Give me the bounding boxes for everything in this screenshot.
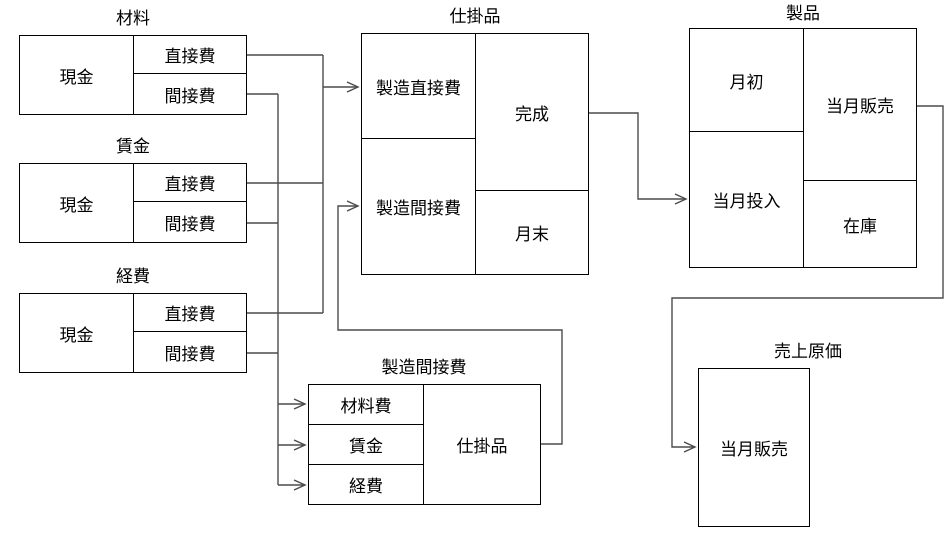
cell-overhead-expenses: 経費	[349, 477, 383, 496]
cell-overhead-wip: 仕掛品	[456, 437, 508, 456]
account-title-expenses: 経費	[116, 267, 150, 286]
cell-wip-direct-cost: 製造直接費	[362, 34, 475, 139]
account-work-in-process: 製造直接費 製造間接費 完成 月末	[361, 33, 589, 275]
account-title-work-in-process: 仕掛品	[449, 7, 501, 26]
account-expenses: 現金 直接費 間接費	[19, 293, 247, 373]
connector-direct-cost-bus	[247, 54, 324, 314]
cell-overhead-wages: 賃金	[309, 425, 423, 465]
cell-expenses-direct: 直接費	[134, 294, 246, 332]
cell-fg-month-input: 当月投入	[712, 192, 781, 211]
account-cost-of-goods-sold: 当月販売	[698, 368, 810, 527]
account-title-manufacturing-overhead: 製造間接費	[381, 358, 467, 377]
account-manufacturing-overhead: 材料費 賃金 経費 仕掛品	[308, 384, 541, 505]
connector-indirect-cost-bus	[247, 93, 279, 485]
cell-wip-overhead-cost: 製造間接費	[376, 199, 461, 218]
account-materials: 現金 直接費 間接費	[19, 35, 247, 115]
cell-overhead-materials: 材料費	[309, 385, 423, 425]
cell-wages-indirect: 間接費	[164, 214, 216, 234]
cell-expenses-cash: 現金	[20, 294, 134, 372]
cell-fg-month-sales: 当月販売	[804, 29, 916, 181]
cell-wip-month-end: 月末	[515, 225, 549, 244]
account-finished-goods: 月初 当月投入 当月販売 在庫	[689, 28, 917, 268]
cell-wages-direct: 直接費	[134, 164, 246, 202]
account-title-cost-of-goods-sold: 売上原価	[774, 342, 842, 361]
cell-fg-stock: 在庫	[843, 216, 877, 236]
cell-materials-cash: 現金	[20, 36, 134, 114]
account-title-finished-goods: 製品	[786, 4, 820, 23]
cell-cogs-month-sales: 当月販売	[720, 440, 788, 459]
account-title-materials: 材料	[116, 9, 150, 28]
cell-wages-cash: 現金	[20, 164, 134, 242]
account-wages: 現金 直接費 間接費	[19, 163, 247, 243]
connector-arrow-wip-to-finished-goods	[589, 112, 688, 205]
cell-wip-completed: 完成	[476, 34, 588, 191]
cell-fg-month-start: 月初	[690, 29, 803, 132]
connector-arrow-sales-to-cogs	[671, 105, 944, 453]
account-title-wages: 賃金	[116, 137, 150, 156]
cell-expenses-indirect: 間接費	[164, 344, 216, 364]
connector-arrow-overhead-to-wip	[337, 200, 563, 445]
cell-materials-indirect: 間接費	[164, 86, 216, 106]
cell-materials-direct: 直接費	[134, 36, 246, 74]
